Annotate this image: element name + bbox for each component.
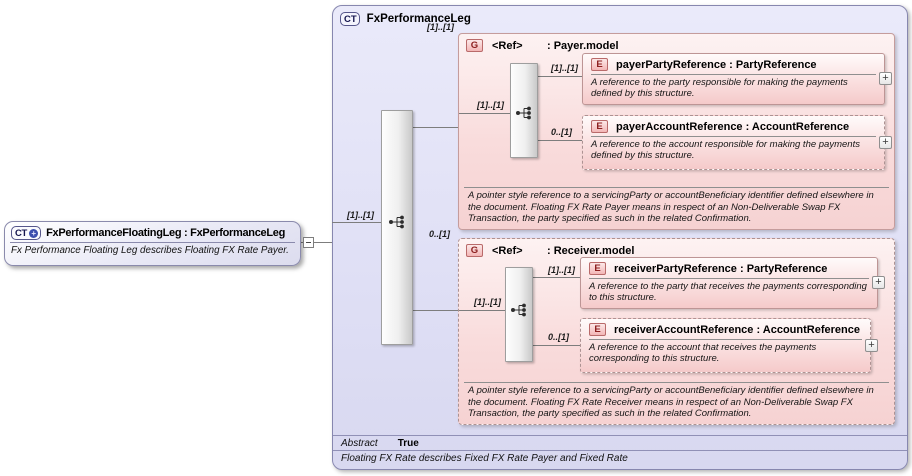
payer-group-in-line <box>459 113 510 114</box>
payer-account-reference-element[interactable]: E payerAccountReference : AccountReferen… <box>582 115 892 170</box>
root-separator <box>10 242 295 243</box>
abstract-row: Abstract True <box>333 435 907 450</box>
element-header: E receiverAccountReference : AccountRefe… <box>581 319 870 338</box>
payer-party-reference-element[interactable]: E payerPartyReference : PartyReference A… <box>582 53 892 105</box>
element-badge: E <box>589 262 606 275</box>
sequence-to-receiver-line <box>413 310 458 311</box>
cardinality-label: [1]..[1] <box>477 100 504 110</box>
payer-group-ref: <Ref> <box>492 39 523 52</box>
expand-icon[interactable]: + <box>879 135 892 149</box>
element-title: receiverAccountReference : AccountRefere… <box>614 323 860 336</box>
panel-to-sequence-line <box>332 222 381 223</box>
element-title: payerPartyReference : PartyReference <box>616 58 817 71</box>
group-badge: G <box>466 39 483 52</box>
element-separator <box>591 136 876 137</box>
payer-group-type: : Payer.model <box>547 39 619 52</box>
payer-party-line <box>538 76 582 77</box>
cardinality-label: 0..[1] <box>429 229 451 239</box>
sequence-icon <box>516 106 531 120</box>
receiver-party-line <box>533 277 580 278</box>
element-separator <box>589 339 862 340</box>
main-sequence-bar[interactable] <box>381 110 413 345</box>
cardinality-label: 0..[1] <box>551 127 573 137</box>
element-description: A reference to the party that receives t… <box>589 281 867 304</box>
abstract-value: True <box>397 438 419 449</box>
root-to-panel-line <box>298 242 332 243</box>
sequence-icon <box>511 303 526 317</box>
complex-type-plus-badge: CT + <box>11 226 42 240</box>
element-title: payerAccountReference : AccountReference <box>616 120 850 133</box>
element-badge: E <box>591 120 608 133</box>
panel-footer-note: Floating FX Rate describes Fixed FX Rate… <box>333 450 907 469</box>
element-header: E receiverPartyReference : PartyReferenc… <box>581 258 877 277</box>
receiver-account-reference-element[interactable]: E receiverAccountReference : AccountRefe… <box>580 318 878 373</box>
cardinality-label: [1]..[1] <box>347 210 374 220</box>
root-type-box[interactable]: CT + FxPerformanceFloatingLeg : FxPerfor… <box>4 221 301 266</box>
cardinality-label: [1]..[1] <box>427 22 454 32</box>
element-description: A reference to the account that receives… <box>589 342 817 365</box>
expand-icon[interactable]: + <box>879 72 892 85</box>
cardinality-label: 0..[1] <box>548 332 570 342</box>
panel-bottom: Abstract True Floating FX Rate describes… <box>333 435 907 469</box>
root-title: FxPerformanceFloatingLeg : FxPerformance… <box>46 227 286 239</box>
receiver-account-line <box>533 345 580 346</box>
sequence-icon <box>389 215 404 229</box>
receiver-group-ref: <Ref> <box>492 244 523 257</box>
cardinality-label: [1]..[1] <box>551 63 578 73</box>
cardinality-label: [1]..[1] <box>474 297 501 307</box>
element-badge: E <box>591 58 608 71</box>
receiver-group-type: : Receiver.model <box>547 244 635 257</box>
group-badge: G <box>466 244 483 257</box>
receiver-group-in-line <box>459 310 505 311</box>
collapse-dash <box>306 242 311 243</box>
payer-group-header: G <Ref> : Payer.model <box>459 34 894 57</box>
root-description: Fx Performance Floating Leg describes Fl… <box>11 245 289 256</box>
complex-type-badge-label: CT <box>15 227 28 239</box>
collapse-handle-icon[interactable] <box>303 237 314 248</box>
abstract-label: Abstract <box>341 438 378 449</box>
receiver-party-reference-element[interactable]: E receiverPartyReference : PartyReferenc… <box>580 257 885 309</box>
root-header: CT + FxPerformanceFloatingLeg : FxPerfor… <box>5 222 300 242</box>
element-description: A reference to the party responsible for… <box>591 77 848 100</box>
element-separator <box>589 278 869 279</box>
receiver-group-header: G <Ref> : Receiver.model <box>459 239 894 262</box>
element-header: E payerPartyReference : PartyReference <box>583 54 884 73</box>
cardinality-label: [1]..[1] <box>548 265 575 275</box>
payer-account-line <box>538 140 582 141</box>
panel-header: CT FxPerformanceLeg <box>333 6 907 28</box>
sequence-to-payer-line <box>413 127 458 128</box>
payer-group-annotation: A pointer style reference to a servicing… <box>464 187 889 226</box>
element-header: E payerAccountReference : AccountReferen… <box>583 116 884 135</box>
complex-type-badge: CT <box>340 12 360 26</box>
element-description: A reference to the account responsible f… <box>591 139 860 162</box>
element-title: receiverPartyReference : PartyReference <box>614 262 828 275</box>
receiver-group-annotation: A pointer style reference to a servicing… <box>464 382 889 421</box>
element-badge: E <box>589 323 606 336</box>
plus-circle-icon: + <box>29 228 39 238</box>
expand-icon[interactable]: + <box>872 276 885 289</box>
panel-title: FxPerformanceLeg <box>366 13 471 25</box>
complex-type-badge-label: CT <box>344 13 357 25</box>
expand-icon[interactable]: + <box>865 338 878 352</box>
element-separator <box>591 74 876 75</box>
